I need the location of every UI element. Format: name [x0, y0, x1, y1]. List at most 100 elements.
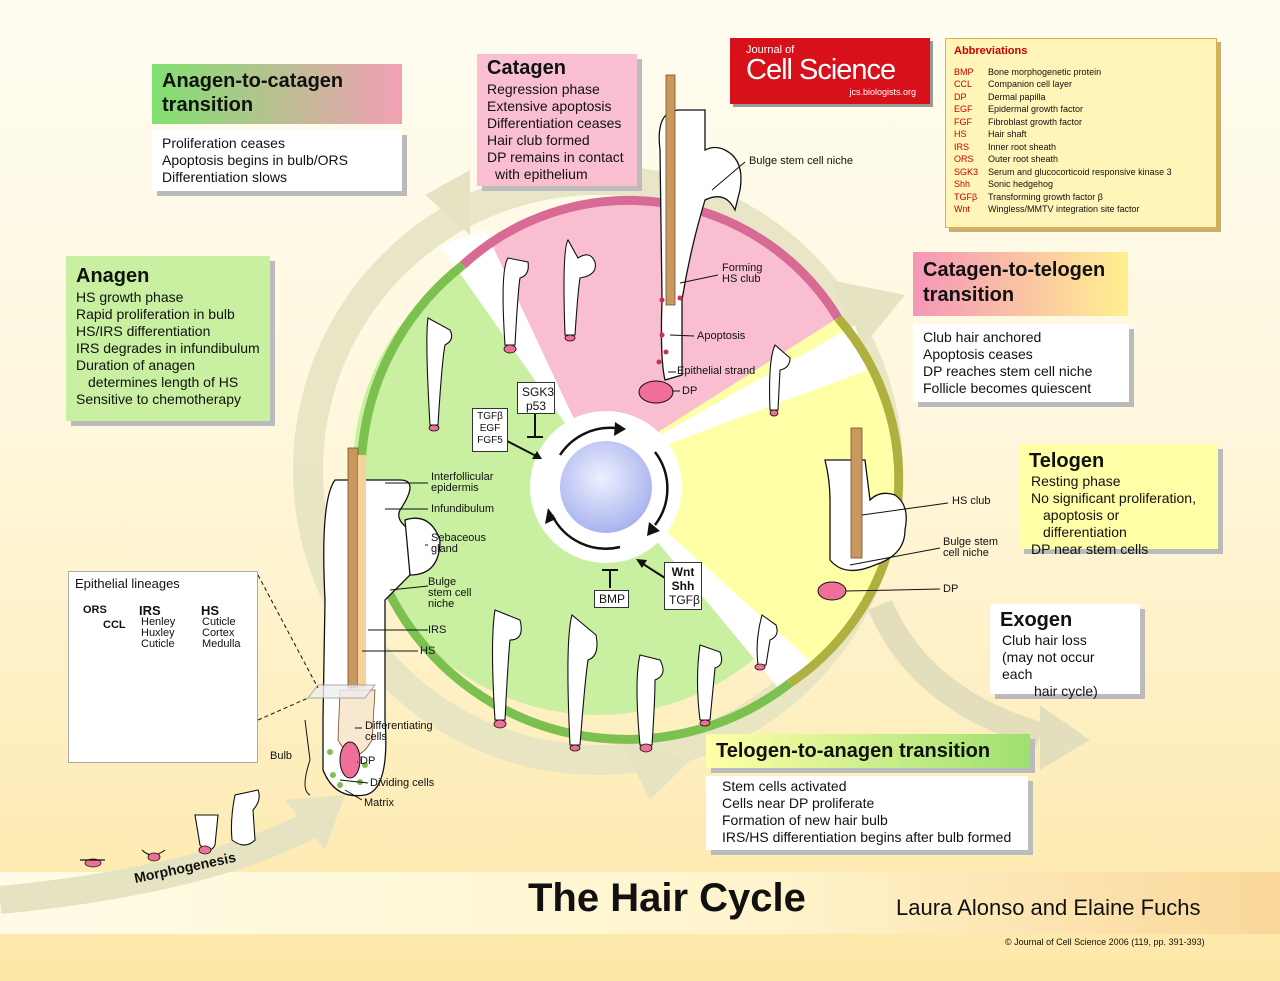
- lineages-panel: Epithelial lineages ORS CCL IRS HS Henle…: [68, 571, 258, 763]
- phase-line: Club hair anchored: [923, 329, 1042, 345]
- phase-line: HS/IRS differentiation: [76, 323, 211, 339]
- catagen-box: Catagen Regression phase Extensive apopt…: [477, 54, 637, 186]
- abbreviations-title: Abbreviations: [954, 45, 1028, 57]
- phase-line: Cells near DP proliferate: [722, 795, 875, 811]
- anagen-to-catagen-body: Proliferation ceases Apoptosis begins in…: [152, 130, 402, 191]
- anagen-to-catagen-title: Anagen-to-catagen transition: [162, 70, 344, 116]
- center-core: [560, 441, 652, 533]
- phase-line: Stem cells activated: [722, 778, 847, 794]
- outer-arrow-head-top: [425, 170, 470, 235]
- phase-line: Hair club formed: [487, 132, 590, 148]
- lineages-title: Epithelial lineages: [75, 576, 180, 591]
- anagen-title: Anagen: [76, 265, 150, 287]
- phase-line: Follicle becomes quiescent: [923, 380, 1092, 396]
- label-bulb: Bulb: [270, 750, 293, 762]
- anagen-box: Anagen HS growth phase Rapid proliferati…: [66, 256, 270, 421]
- abbreviation-key: IRS: [954, 141, 970, 152]
- phase-line: Differentiation ceases: [487, 115, 622, 131]
- phase-line: Rapid proliferation in bulb: [76, 306, 235, 322]
- catagen-to-telogen-header-bg: [913, 252, 1128, 316]
- signal-sgk3-p53: SGK3 p53: [517, 382, 555, 414]
- phase-line: Duration of anagen: [76, 357, 196, 373]
- abbreviation-row: IRS Inner root sheath: [954, 141, 1208, 154]
- phase-line: with epithelium: [495, 166, 588, 182]
- morphogenesis-arrow-head: [285, 795, 345, 850]
- phase-line: IRS/HS differentiation begins after bulb…: [722, 829, 1012, 845]
- morphogenesis-arrow: [0, 807, 327, 914]
- phase-line: IRS degrades in infundibulum: [76, 340, 260, 356]
- ring-anagen: [356, 261, 793, 744]
- cross-section-plane: [306, 684, 377, 699]
- signal-label: Shh: [671, 579, 695, 593]
- citation: © Journal of Cell Science 2006 (119, pp.…: [1005, 937, 1205, 947]
- label-catagen-dp: DP: [682, 385, 698, 397]
- phase-line: hair cycle): [1034, 683, 1098, 699]
- exogen-box: Exogen Club hair loss (may not occur eac…: [990, 604, 1140, 699]
- abbreviation-value: Epidermal growth factor: [988, 104, 1084, 114]
- small-follicle-dps: [84, 334, 779, 868]
- signal-label: p53: [525, 399, 547, 413]
- abbreviation-key: Wnt: [954, 204, 971, 214]
- anagen-to-catagen-box: Anagen-to-catagen transition Proliferati…: [152, 64, 404, 191]
- outer-arrow-head-bottom: [620, 740, 690, 800]
- phase-line: DP remains in contact: [487, 149, 624, 165]
- catagen-body: Regression phase Extensive apoptosis Dif…: [477, 81, 637, 183]
- lineage-ccl: CCL: [103, 619, 126, 631]
- label-epithelial-strand: Epithelial strand: [677, 365, 756, 377]
- journal-name: Cell Science: [746, 54, 896, 86]
- telogen-to-anagen-title: Telogen-to-anagen transition: [706, 734, 1030, 768]
- signal-wnt-shh-tgf: Wnt Shh TGFβ: [664, 562, 702, 610]
- signal-label: EGF: [479, 423, 501, 434]
- label-irs: IRS: [428, 624, 447, 636]
- abbreviation-value: Bone morphogenetic protein: [988, 66, 1102, 77]
- abbreviation-value: Transforming growth factor β: [988, 191, 1103, 202]
- abbreviation-key: DP: [954, 91, 967, 102]
- journal-url: jcs.biologists.org: [849, 87, 916, 97]
- journal-logo[interactable]: Journal of Cell Science jcs.biologists.o…: [730, 38, 930, 104]
- signal-label: SGK3: [522, 385, 555, 399]
- signal-label: FGF5: [477, 435, 503, 446]
- telogen-title: Telogen: [1029, 450, 1105, 472]
- separator-catagen-telogen: [598, 325, 868, 470]
- telogen-box: Telogen Resting phase No significant pro…: [1019, 444, 1218, 557]
- phase-line: Apoptosis ceases: [923, 346, 1033, 362]
- phase-line: DP reaches stem cell niche: [923, 363, 1093, 379]
- signal-label: TGFβ: [669, 593, 700, 607]
- separator-anagen-catagen: [440, 230, 598, 470]
- label-matrix: Matrix: [364, 797, 394, 809]
- phase-line: DP near stem cells: [1031, 541, 1149, 557]
- phase-line: determines length of HS: [88, 374, 239, 390]
- lineage-ors: ORS: [83, 604, 107, 616]
- telogen-to-anagen-box: Telogen-to-anagen transition Stem cells …: [706, 734, 1030, 850]
- telogen-body: Resting phase No significant proliferati…: [1019, 473, 1218, 558]
- phase-line: Regression phase: [487, 81, 600, 97]
- abbreviation-key: HS: [954, 129, 967, 139]
- label-hs: HS: [420, 645, 436, 657]
- label-infundibulum: Infundibulum: [431, 503, 494, 515]
- catagen-to-telogen-body: Club hair anchored Apoptosis ceases DP r…: [913, 324, 1129, 402]
- catagen-to-telogen-title: Catagen-to-telogen transition: [923, 259, 1106, 306]
- abbreviation-value: Companion cell layer: [988, 79, 1073, 89]
- anagen-to-catagen-header-bg: [152, 64, 402, 124]
- label-apoptosis: Apoptosis: [697, 330, 746, 342]
- abbreviation-value: Inner root sheath: [988, 141, 1057, 152]
- outer-arrow-head-right: [830, 280, 905, 350]
- abbreviation-key: SGK3: [954, 166, 979, 177]
- label-bulge-niche: Bulge stem cell niche: [749, 155, 853, 167]
- signal-label: TGFβ: [477, 411, 503, 422]
- phase-line: Formation of new hair bulb: [722, 812, 888, 828]
- telogen-follicle: [817, 427, 907, 601]
- abbreviation-value: Hair shaft: [988, 129, 1027, 139]
- phase-line: Differentiation slows: [162, 169, 288, 185]
- abbreviation-key: EGF: [954, 104, 973, 114]
- label-dp: DP: [360, 755, 376, 767]
